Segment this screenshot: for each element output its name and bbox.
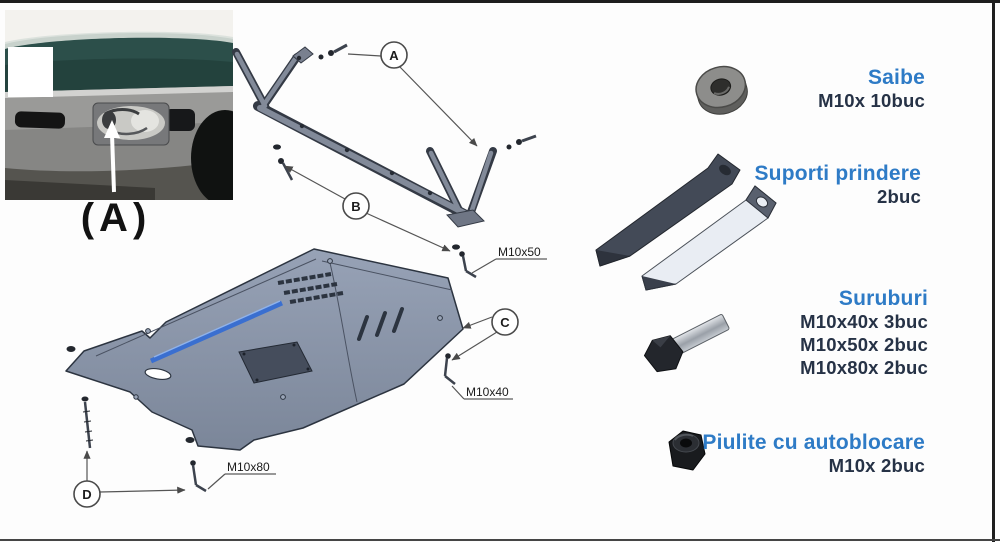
part-suruburi: Suruburi M10x40x 3buc M10x50x 2buc M10x8… (800, 287, 928, 379)
frame-border-top (0, 0, 1000, 3)
callout-d-letter: D (82, 487, 91, 502)
bracket-rear (595, 153, 741, 267)
label-m10x80: M10x80 (227, 460, 270, 474)
assembly-diagram: A B C D M10x50 M10x40 M10x80 (65, 41, 547, 508)
part-spec: 2buc (877, 186, 921, 207)
frame-border-bottom (0, 539, 1000, 541)
callout-a (380, 41, 408, 69)
plate-access-panel (238, 341, 313, 384)
callout-a-letter: A (389, 48, 399, 63)
part-title-suruburi: Suruburi (838, 287, 928, 310)
labelled-bolts (81, 244, 477, 493)
part-piulite: Piulite cu autoblocare M10x 2buc (702, 431, 925, 477)
bracket-icon (595, 153, 777, 291)
part-saibe: Saibe M10x 10buc (818, 66, 925, 112)
plate-blue-rib (149, 300, 284, 364)
grille-slot-left (14, 111, 66, 129)
part-suporti-prindere: Suporti prindere 2buc (754, 162, 921, 208)
part-title-piulite: Piulite cu autoblocare (702, 431, 925, 454)
bolt-icon (643, 314, 730, 373)
front-wheel (191, 110, 233, 200)
frame-border-right (992, 0, 995, 542)
front-bracket-drawing (232, 43, 537, 228)
frame-bolts (273, 43, 537, 181)
part-spec: M10x50x 2buc (800, 334, 928, 355)
callout-b (342, 192, 370, 220)
plate-oval-slot (144, 367, 172, 381)
part-spec: M10x 10buc (818, 90, 925, 111)
plate-vent-slots (277, 272, 344, 304)
part-title-suporti: Suporti prindere (754, 162, 921, 185)
grille-slot-right (165, 109, 195, 131)
washer-icon (695, 65, 748, 115)
photo-caption: (A) (80, 196, 152, 240)
callout-b-letter: B (351, 199, 360, 214)
mount-location-arrow (104, 120, 120, 193)
plate-side-slots (357, 307, 404, 341)
callouts: A B C D M10x50 M10x40 M10x80 (73, 41, 547, 508)
part-spec: M10x80x 2buc (800, 357, 928, 378)
part-title-saibe: Saibe (867, 66, 925, 89)
callout-c-letter: C (500, 315, 510, 330)
callout-c (491, 308, 519, 336)
label-m10x40: M10x40 (466, 385, 509, 399)
part-spec: M10x40x 3buc (800, 311, 928, 332)
photo-blur-patch (8, 47, 53, 97)
part-spec: M10x 2buc (828, 455, 925, 476)
plate-bolt-holes (133, 258, 443, 400)
callout-d (73, 480, 101, 508)
skid-plate-drawing (65, 248, 464, 451)
bracket-front (641, 185, 777, 291)
nut-icon (668, 430, 706, 471)
label-m10x50: M10x50 (498, 245, 541, 259)
car-front-photo-art (5, 10, 233, 200)
hood-highlight (5, 31, 233, 49)
car-front-photo (5, 10, 233, 200)
